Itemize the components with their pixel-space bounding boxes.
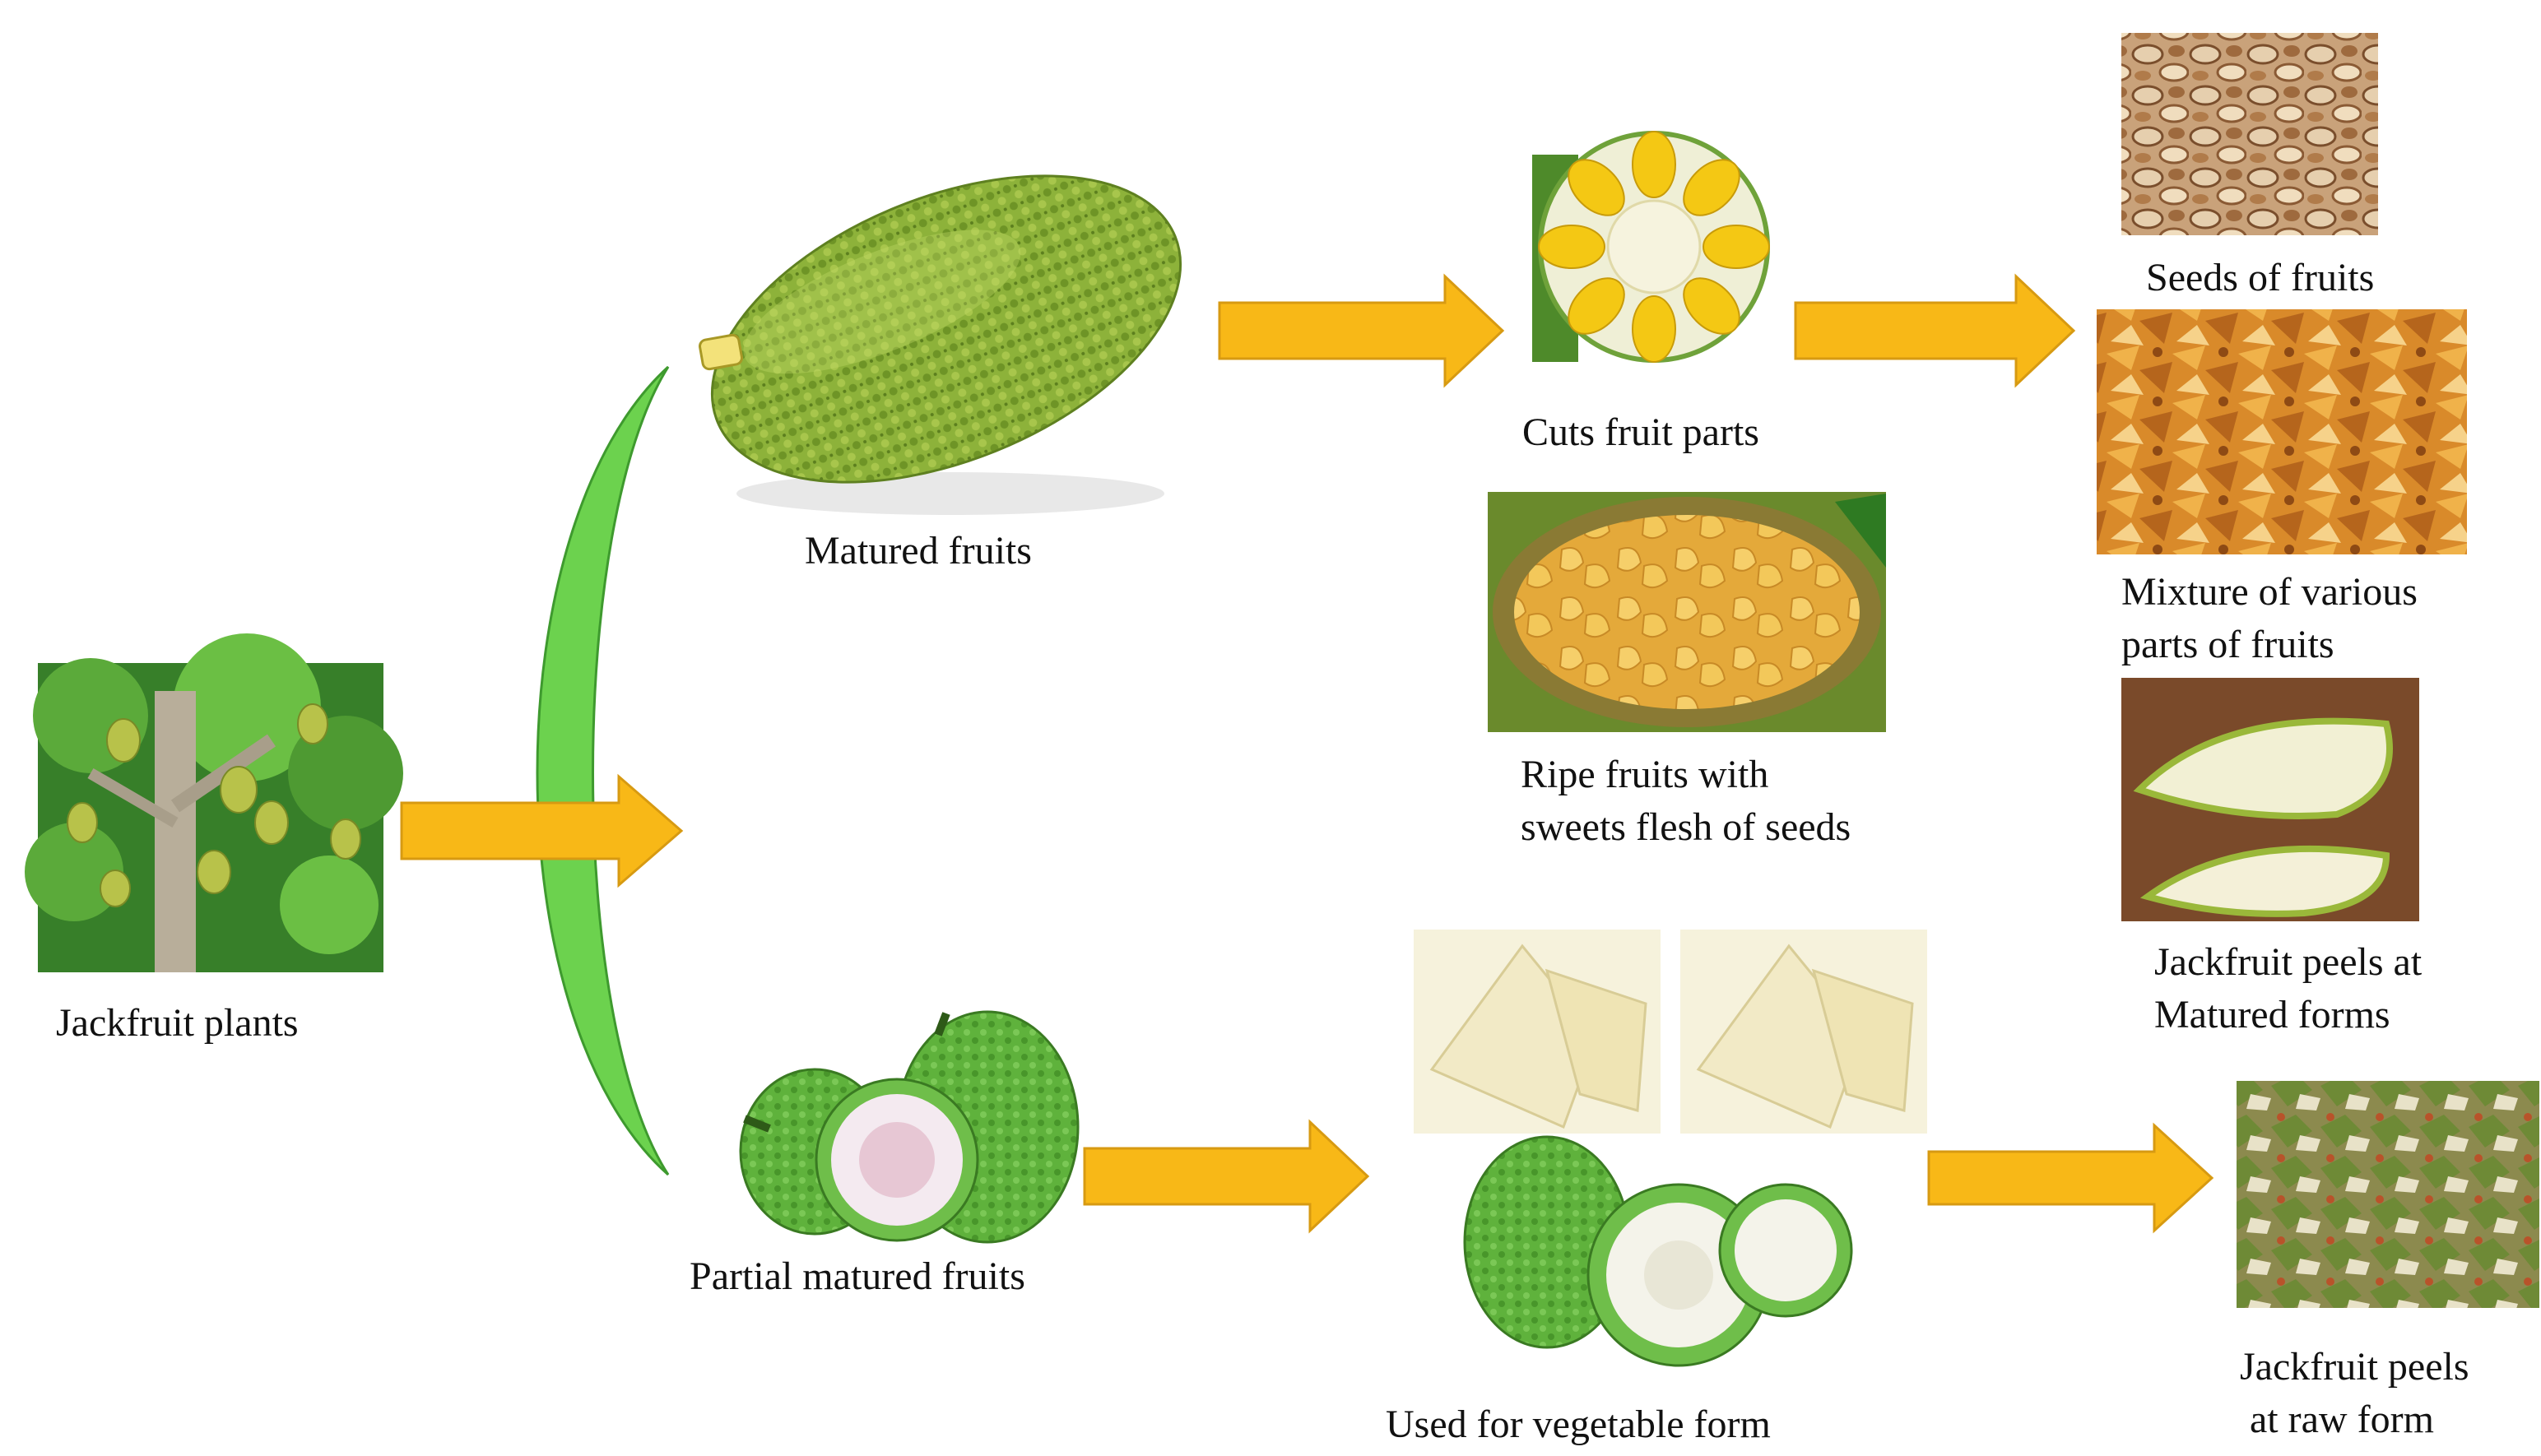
vegetable-form-photo xyxy=(1414,930,1927,1366)
label-matured-fruits: Matured fruits xyxy=(805,525,1032,577)
label-ripe-fruits-line2: sweets flesh of seeds xyxy=(1521,801,1851,854)
matured-fruit-photo xyxy=(668,114,1224,543)
label-ripe-fruits-line1: Ripe fruits with xyxy=(1521,749,1768,801)
label-partial-matured-fruits: Partial matured fruits xyxy=(690,1250,1025,1303)
mixture-photo xyxy=(2097,309,2467,554)
arrow-vegetable-to-peels xyxy=(1929,1125,2212,1231)
peels-matured-photo xyxy=(2121,678,2419,921)
label-mixture-line1: Mixture of various xyxy=(2121,566,2418,619)
peels-raw-photo xyxy=(2237,1081,2539,1308)
ripe-fruit-photo xyxy=(1488,492,1886,732)
jackfruit-tree-photo xyxy=(25,633,403,972)
seeds-photo xyxy=(2121,33,2378,235)
label-jackfruit-plants: Jackfruit plants xyxy=(56,997,299,1050)
partial-matured-fruit-photo xyxy=(741,1012,1078,1242)
label-peels-matured-line1: Jackfruit peels at xyxy=(2154,936,2422,989)
label-seeds-of-fruits: Seeds of fruits xyxy=(2146,252,2374,304)
arrow-cuts-to-products xyxy=(1795,276,2074,385)
label-mixture-line2: parts of fruits xyxy=(2121,619,2334,671)
label-cuts-fruit-parts: Cuts fruit parts xyxy=(1522,406,1759,459)
label-peels-raw-line2: at raw form xyxy=(2250,1393,2434,1446)
cut-fruit-photo xyxy=(1532,132,1769,362)
label-peels-matured-line2: Matured forms xyxy=(2154,989,2390,1041)
label-peels-raw-line1: Jackfruit peels xyxy=(2240,1341,2469,1393)
label-vegetable-form: Used for vegetable form xyxy=(1386,1398,1771,1451)
arrow-partial-to-vegetable xyxy=(1085,1122,1368,1231)
branch-bracket xyxy=(537,367,668,1175)
arrow-matured-to-cuts xyxy=(1219,276,1503,385)
